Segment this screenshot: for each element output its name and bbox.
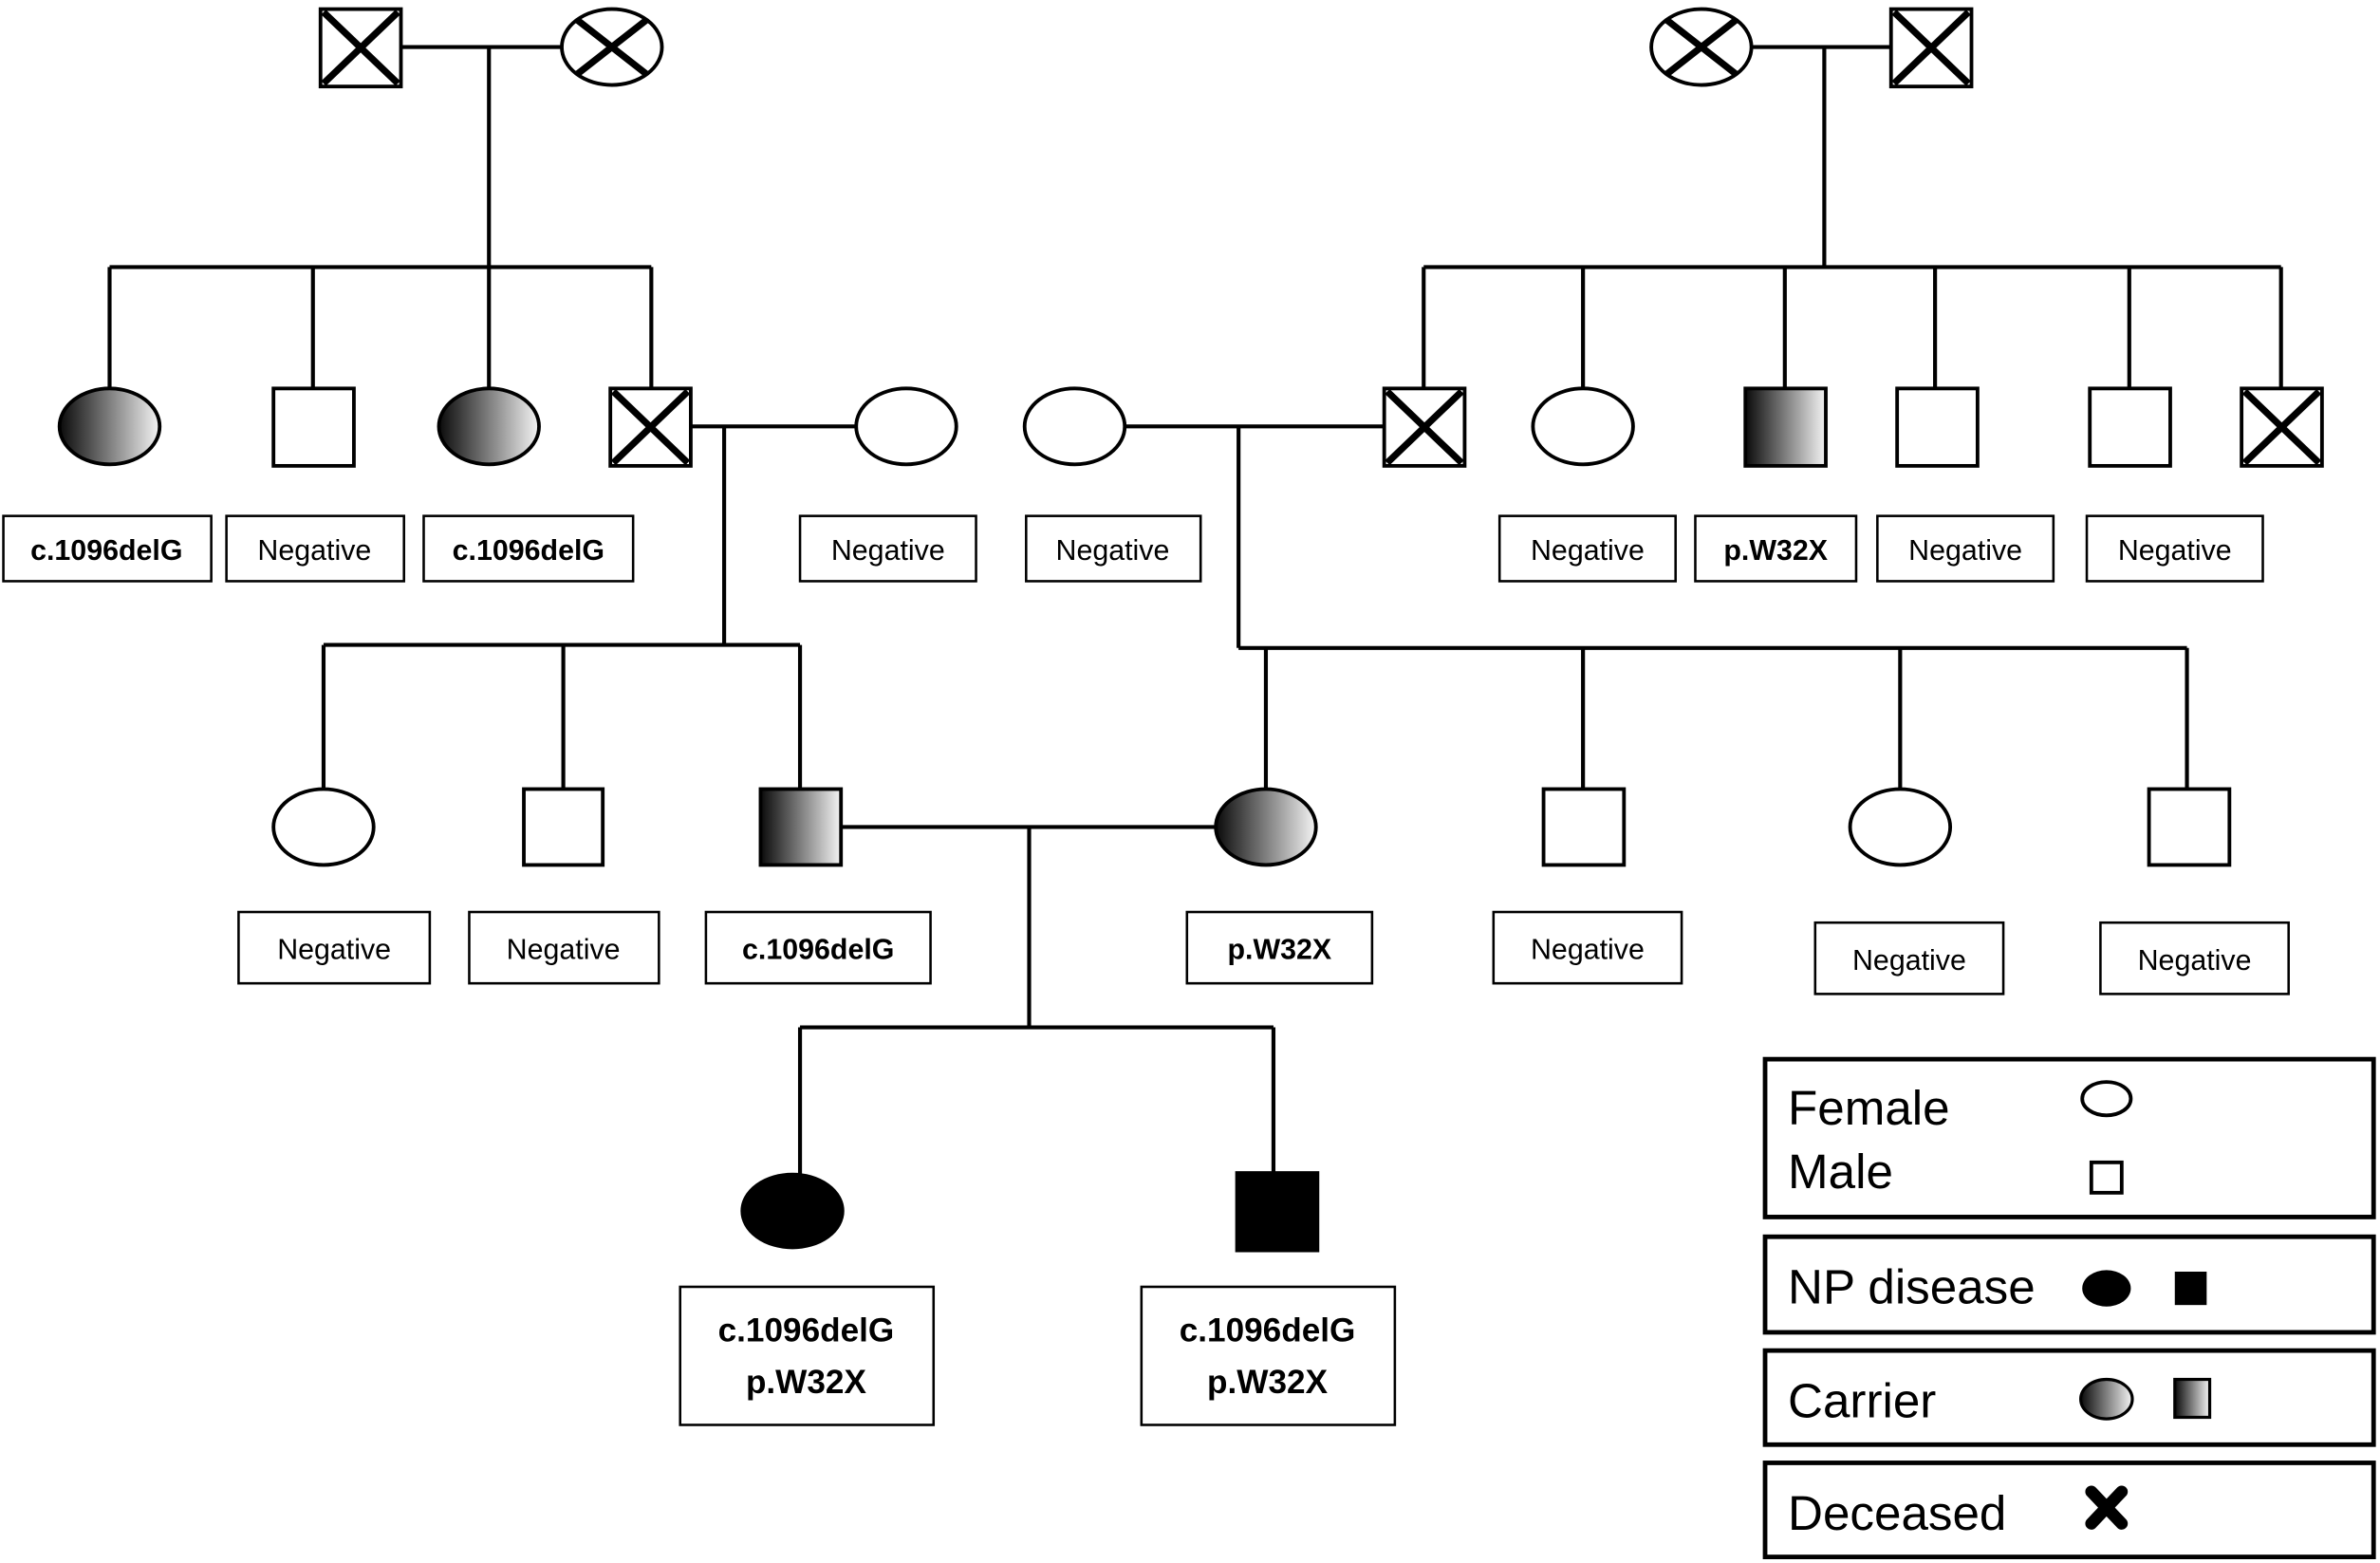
individual-I-1[interactable] [318, 7, 403, 89]
genotype-label: Negative [1025, 514, 1202, 583]
label-III-6: Negative [1852, 944, 1966, 977]
label-IV-1-line1: c.1096delG [718, 1312, 895, 1349]
individual-II-5[interactable] [854, 386, 958, 467]
label-IV-1-line2: p.W32X [746, 1364, 867, 1401]
generation-4 [740, 1171, 1320, 1253]
individual-II-1[interactable] [57, 386, 162, 467]
legend-carrier-label: Carrier [1788, 1373, 1936, 1427]
genotype-label: Negative [2099, 921, 2290, 995]
legend-deceased-label: Deceased [1788, 1486, 2006, 1540]
label-II-3: c.1096delG [453, 534, 604, 567]
legend-np-disease: NP disease [1762, 1234, 2376, 1335]
individual-II-10[interactable] [1895, 386, 1980, 468]
label-II-1: c.1096delG [30, 534, 182, 567]
x-cross-icon [2085, 1485, 2129, 1530]
genotype-label: c.1096delG [422, 514, 635, 583]
square-outline-icon [2089, 1160, 2124, 1195]
pedigree-lines [107, 45, 2283, 1177]
individual-III-5[interactable] [1541, 787, 1627, 867]
generation-3-labels: Negative Negative c.1096delG p.W32X Nega… [237, 910, 2290, 995]
generation-2-labels: c.1096delG Negative c.1096delG Negative … [2, 514, 2264, 583]
genotype-label: Negative [1492, 910, 1683, 985]
label-II-11: Negative [2118, 534, 2232, 567]
legend-sex: Female Male [1762, 1056, 2376, 1219]
gradient-circle-icon [2079, 1377, 2134, 1421]
legend-male-label: Male [1788, 1144, 1893, 1199]
label-IV-2-line1: c.1096delG [1180, 1312, 1356, 1349]
generation-1 [318, 7, 1974, 89]
label-II-10: Negative [1908, 534, 2022, 567]
individual-III-4[interactable] [1214, 787, 1318, 867]
individual-III-3[interactable] [758, 787, 844, 867]
individual-IV-2[interactable] [1235, 1171, 1320, 1253]
legend-np-disease-label: NP disease [1788, 1260, 2036, 1314]
genotype-label: Negative [2085, 514, 2264, 583]
individual-I-2[interactable] [560, 7, 664, 87]
individual-I-3[interactable] [1649, 7, 1754, 87]
genotype-label: c.1096delG p.W32X [679, 1285, 936, 1426]
label-II-5: Negative [831, 534, 945, 567]
individual-II-3[interactable] [437, 386, 541, 467]
genotype-label: Negative [225, 514, 405, 583]
genotype-label: c.1096delG [2, 514, 213, 583]
genotype-label: p.W32X [1185, 910, 1374, 985]
genotype-label: p.W32X [1694, 514, 1858, 583]
label-III-3: c.1096delG [742, 934, 894, 966]
individual-IV-1[interactable] [740, 1172, 845, 1250]
label-III-1: Negative [277, 934, 391, 966]
label-III-7: Negative [2138, 944, 2252, 977]
individual-II-4[interactable] [608, 386, 693, 468]
label-II-6: Negative [1056, 534, 1170, 567]
genotype-label: c.1096delG p.W32X [1140, 1285, 1397, 1426]
genotype-label: c.1096delG [704, 910, 932, 985]
individual-II-7[interactable] [1382, 386, 1467, 468]
individual-II-11[interactable] [2088, 386, 2172, 468]
generation-2 [57, 386, 2324, 468]
individual-II-12[interactable] [2240, 386, 2324, 468]
filled-square-icon [2174, 1271, 2207, 1306]
label-II-8: Negative [1531, 534, 1645, 567]
circle-outline-icon [2080, 1080, 2133, 1118]
individual-II-2[interactable] [271, 386, 356, 468]
label-III-5: Negative [1531, 934, 1645, 966]
legend-female-label: Female [1788, 1081, 1950, 1135]
genotype-label: Negative [1813, 921, 2005, 995]
individual-III-2[interactable] [522, 787, 605, 867]
generation-3 [271, 787, 2232, 867]
individual-II-6[interactable] [1022, 386, 1127, 467]
generation-4-labels: c.1096delG p.W32X c.1096delG p.W32X [679, 1285, 1397, 1426]
individual-III-7[interactable] [2147, 787, 2232, 867]
genotype-label: Negative [1497, 514, 1677, 583]
legend-carrier: Carrier [1762, 1348, 2376, 1447]
label-III-4: p.W32X [1227, 934, 1331, 966]
genotype-label: Negative [237, 910, 432, 985]
gradient-square-icon [2173, 1377, 2212, 1420]
individual-III-1[interactable] [271, 787, 376, 867]
individual-II-8[interactable] [1531, 386, 1635, 467]
legend-deceased: Deceased [1762, 1461, 2376, 1560]
label-III-2: Negative [507, 934, 621, 966]
individual-I-4[interactable] [1888, 7, 1974, 89]
label-IV-2-line2: p.W32X [1207, 1364, 1329, 1401]
genotype-label: Negative [1876, 514, 2055, 583]
label-II-9: p.W32X [1723, 534, 1828, 567]
genotype-label: Negative [468, 910, 660, 985]
filled-circle-icon [2082, 1270, 2131, 1307]
label-II-2: Negative [257, 534, 371, 567]
genotype-label: Negative [798, 514, 977, 583]
individual-II-9[interactable] [1743, 386, 1828, 468]
legend: Female Male NP disease Carrier Deceased [1762, 1056, 2376, 1560]
individual-III-6[interactable] [1848, 787, 1953, 867]
